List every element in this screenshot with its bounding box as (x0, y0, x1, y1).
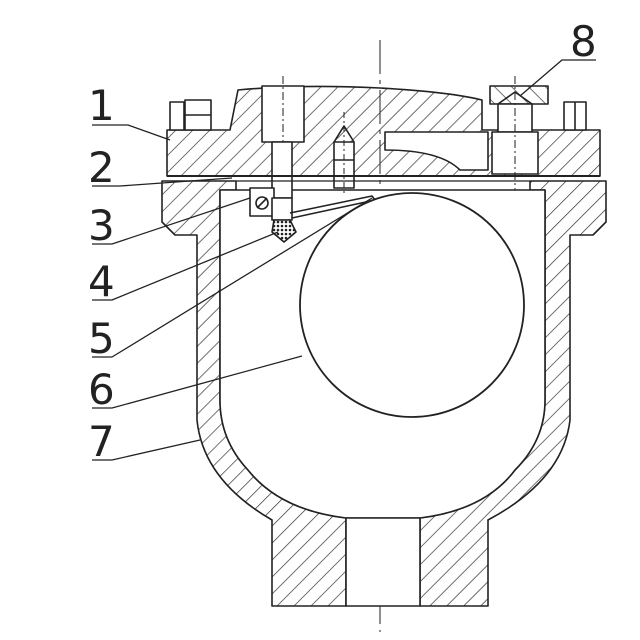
bolt-right (489, 76, 549, 190)
lever-pivot (249, 187, 275, 217)
leader-1 (92, 124, 171, 141)
callout-labels: 1 2 3 4 5 6 7 8 (88, 17, 597, 466)
lever-arm (289, 195, 376, 219)
leader-2 (92, 177, 233, 187)
leader-lines (92, 59, 596, 461)
leader-3 (92, 197, 251, 245)
callout-3: 3 (88, 201, 115, 250)
outlet-bore (345, 517, 421, 607)
bolt-head-right (563, 101, 587, 131)
leader-4 (92, 231, 279, 301)
bolt-head-left (184, 99, 212, 131)
vent-port (261, 76, 305, 199)
cover-recess (384, 131, 489, 171)
callout-5: 5 (88, 314, 115, 363)
callout-2: 2 (88, 143, 115, 192)
callout-4: 4 (88, 257, 115, 306)
leader-6 (92, 355, 303, 409)
float-ball (299, 192, 525, 418)
leader-5 (92, 197, 373, 358)
callout-7: 7 (88, 417, 115, 466)
nozzle-seat (271, 197, 297, 243)
leader-8 (519, 59, 596, 97)
bolt-head-left-2 (169, 101, 185, 131)
callout-6: 6 (88, 365, 115, 414)
leader-7 (92, 439, 201, 461)
callout-8: 8 (570, 17, 597, 66)
callout-1: 1 (88, 81, 115, 130)
